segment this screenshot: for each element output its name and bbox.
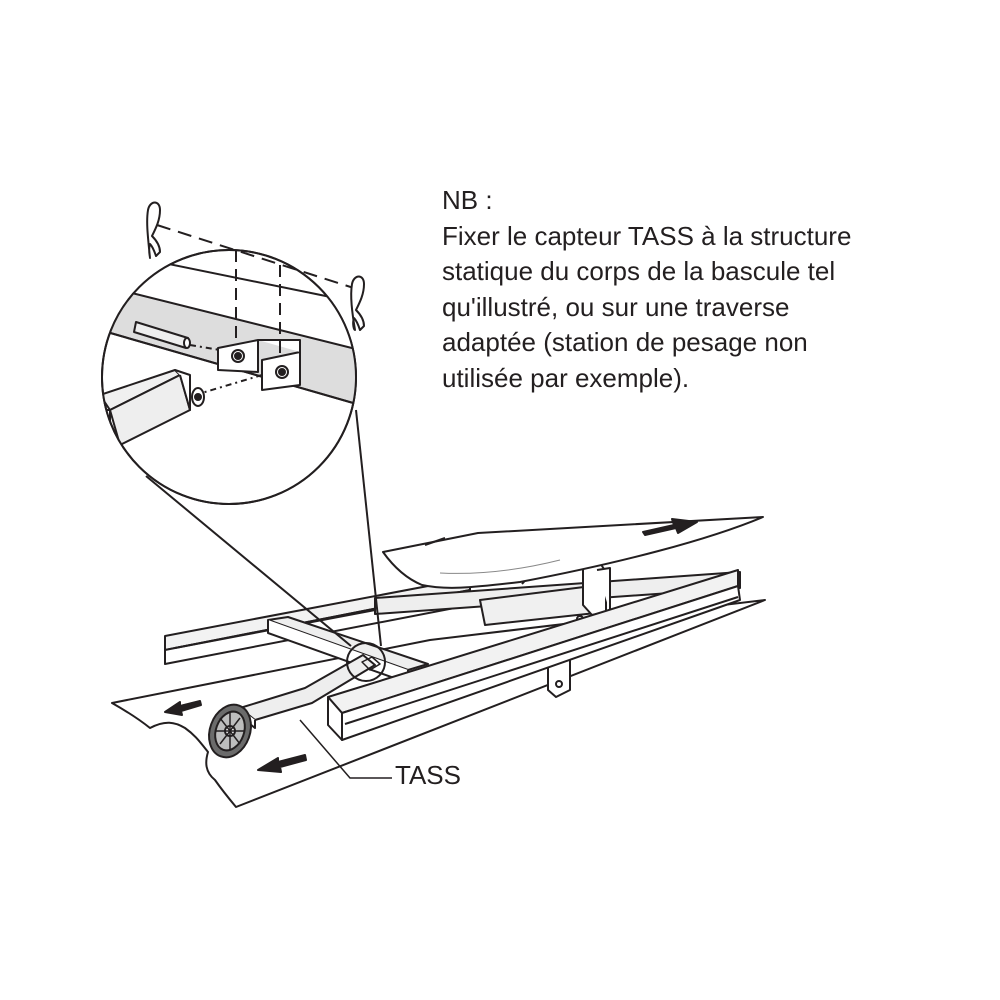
note-line-5: utilisée par exemple). xyxy=(442,362,690,393)
mount-detail-magnifier xyxy=(101,249,357,505)
installation-note: NB : Fixer le capteur TASS à la structur… xyxy=(442,183,962,396)
tass-wheel xyxy=(208,703,252,759)
retaining-clip-right xyxy=(350,275,365,331)
platform-direction-arrow xyxy=(642,518,698,536)
note-line-4: adaptée (station de pesage non xyxy=(442,327,808,357)
front-channel-rail xyxy=(327,569,741,741)
note-line-2: statique du corps de la bascule tel xyxy=(442,256,836,286)
note-heading: NB : xyxy=(442,185,493,215)
retaining-clip-left xyxy=(146,201,161,259)
motion-arrow-down-left xyxy=(257,754,307,773)
tass-callout-leader xyxy=(299,719,392,779)
weighing-platform xyxy=(382,516,764,589)
mount-detail-marker xyxy=(346,642,386,682)
tass-callout-label: TASS xyxy=(395,760,461,790)
motion-arrow-left xyxy=(164,700,202,716)
note-line-1: Fixer le capteur TASS à la structure xyxy=(442,220,852,251)
note-line-3: qu'illustré, ou sur une traverse xyxy=(442,291,790,322)
